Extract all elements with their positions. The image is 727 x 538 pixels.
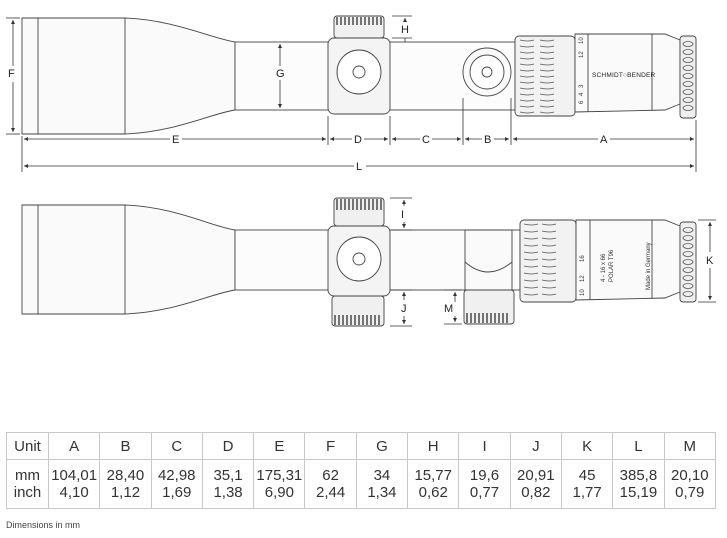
table-cell: mm	[6, 459, 49, 484]
table-cell: 0,62	[407, 484, 460, 509]
table-cell: 0,82	[509, 484, 562, 509]
table-cell: 0,79	[663, 484, 717, 509]
table-cell: 0,77	[458, 484, 511, 509]
header-cell: J	[509, 432, 562, 460]
eyepiece-body-side	[575, 219, 681, 301]
table-cell: 20,10	[663, 459, 717, 484]
diopter-ring-side	[679, 221, 697, 303]
table-row: inch 4,10 1,12 1,69 1,38 6,90 2,44 1,34 …	[6, 484, 717, 509]
header-cell: K	[560, 432, 614, 460]
parallax-side	[464, 229, 513, 291]
turret-scale-4: 6	[579, 100, 585, 104]
scope-side-view	[21, 197, 697, 327]
dim-label-e: E	[172, 134, 179, 146]
table-cell: 15,19	[612, 484, 665, 509]
dim-label-d: D	[354, 134, 362, 146]
bottom-turret	[331, 295, 385, 327]
table-header-row: Unit A B C D E F G H I J K L M	[6, 432, 717, 460]
dim-label-l: L	[356, 161, 362, 173]
dim-label-a: A	[600, 134, 608, 146]
table-cell: 34	[355, 459, 409, 484]
table-cell: 4,10	[47, 484, 101, 509]
table-cell: 1,69	[150, 484, 203, 509]
header-cell: F	[304, 432, 357, 460]
table-cell: 28,40	[99, 459, 152, 484]
objective-bell	[21, 17, 236, 135]
header-cell: G	[355, 432, 409, 460]
elevation-turret	[333, 15, 385, 39]
header-cell: H	[407, 432, 460, 460]
dim-label-h: H	[401, 24, 409, 36]
model-text-1: POLAR T96	[609, 249, 615, 282]
header-cell: Unit	[6, 432, 49, 460]
dimension-lines	[6, 15, 716, 327]
table-cell: 1,38	[201, 484, 255, 509]
table-cell: 104,01	[47, 459, 101, 484]
header-cell: A	[47, 432, 101, 460]
header-cell: E	[253, 432, 306, 460]
dim-label-b: B	[484, 134, 491, 146]
riflescope-dimension-drawing: F G H E D C B A L I J M K SCHMIDT○BENDER…	[6, 15, 716, 327]
dim-label-m: M	[444, 303, 453, 315]
table-cell: 20,91	[509, 459, 562, 484]
table-cell: 6,90	[253, 484, 306, 509]
header-cell: M	[663, 432, 717, 460]
header-cell: D	[201, 432, 255, 460]
header-cell: L	[612, 432, 665, 460]
table-cell: 62	[304, 459, 357, 484]
table-cell: 19,6	[458, 459, 511, 484]
parallax-knob-bottom	[463, 289, 515, 325]
magnification-ring	[514, 35, 576, 117]
table-cell: 385,8	[612, 459, 665, 484]
side-scale-1: 12	[580, 275, 586, 282]
dimensions-table: Unit A B C D E F G H I J K L M mm 104,01…	[6, 432, 717, 509]
elevation-turret-side	[333, 197, 385, 227]
turret-scale-1: 12	[579, 51, 585, 58]
table-cell: 42,98	[150, 459, 203, 484]
brand-logo-text: SCHMIDT○BENDER	[592, 72, 656, 79]
objective-bell-side	[21, 204, 236, 315]
header-cell: B	[99, 432, 152, 460]
model-text-0: 4 - 16 x 66	[601, 253, 607, 282]
side-scale-0: 10	[580, 289, 586, 296]
side-scale-2: 16	[580, 255, 586, 262]
dim-label-k: K	[706, 255, 714, 267]
scope-top-view	[21, 15, 697, 135]
table-cell: 1,34	[355, 484, 409, 509]
turret-scale-2: 3	[579, 84, 585, 88]
table-cell: 1,12	[99, 484, 152, 509]
header-cell: C	[150, 432, 203, 460]
header-cell: I	[458, 432, 511, 460]
dim-label-g: G	[276, 68, 285, 80]
model-text-2: Made in Germany	[646, 242, 652, 290]
table-cell: 2,44	[304, 484, 357, 509]
turret-scale-3: 4	[579, 92, 585, 96]
table-cell: 35,1	[201, 459, 255, 484]
table-cell: 1,77	[560, 484, 614, 509]
dim-label-j: J	[401, 303, 407, 315]
turret-scale-0: 10	[579, 37, 585, 44]
table-cell: 15,77	[407, 459, 460, 484]
dim-label-c: C	[422, 134, 430, 146]
dim-label-f: F	[8, 68, 15, 80]
dim-label-i: I	[401, 209, 404, 221]
diopter-ring	[679, 35, 697, 119]
table-cell: 45	[560, 459, 614, 484]
footnote: Dimensions in mm	[6, 520, 81, 530]
table-cell: inch	[6, 484, 49, 509]
table-cell: 175,31	[253, 459, 306, 484]
table-row: mm 104,01 28,40 42,98 35,1 175,31 62 34 …	[6, 459, 717, 484]
